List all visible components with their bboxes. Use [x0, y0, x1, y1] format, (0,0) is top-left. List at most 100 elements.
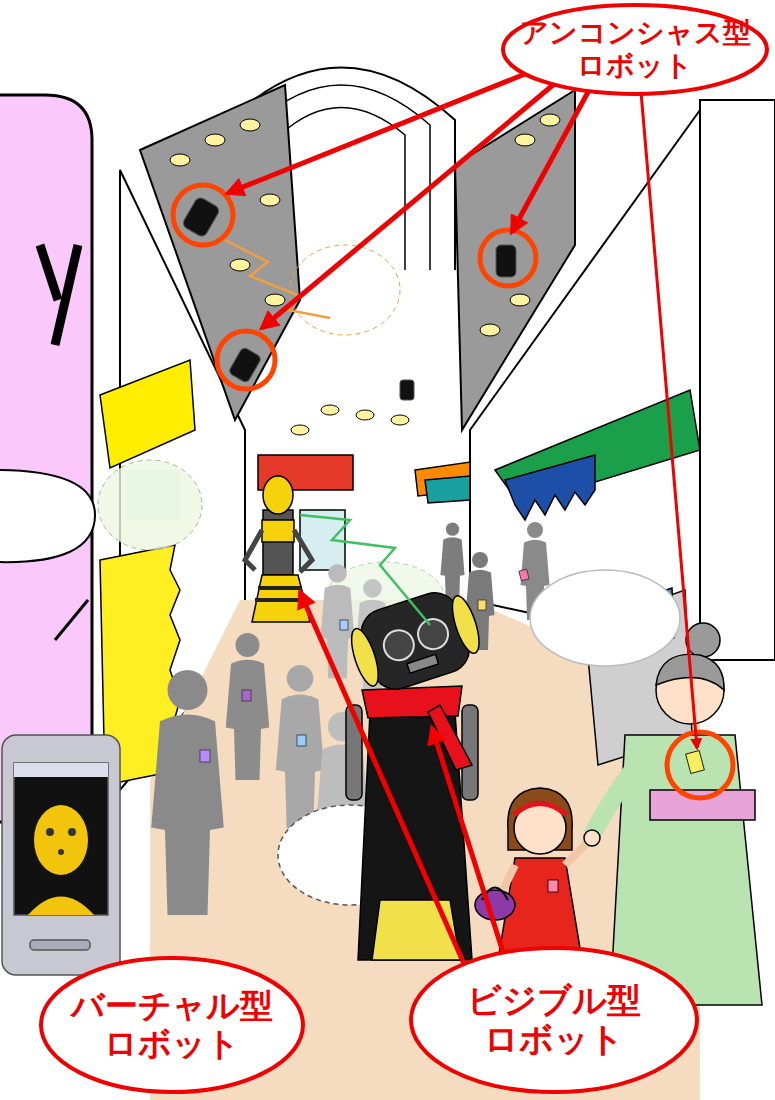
speech-bubbles [530, 570, 680, 666]
highlight-circle [480, 230, 536, 286]
ceiling-lights [510, 294, 530, 306]
arcade-structure [120, 68, 775, 1100]
label-ellipse: ビジブル型 ロボット [408, 945, 700, 1095]
signal-lightning [225, 240, 430, 625]
black-robot [414, 615, 452, 653]
black-robot [380, 626, 418, 664]
yellow-robot [262, 520, 294, 542]
ceiling-lights [170, 154, 190, 166]
crowd-silhouettes [151, 670, 224, 915]
girl [548, 880, 558, 892]
ceiling-lights [240, 119, 260, 131]
mobile-phone [28, 897, 94, 916]
ceiling-lights [291, 425, 309, 435]
grandmother [584, 830, 600, 846]
id-tags [297, 735, 306, 746]
mobile-phone [68, 828, 76, 836]
id-tags [519, 569, 529, 581]
id-tags [200, 750, 210, 762]
signal-lightning [300, 515, 430, 625]
crowd-silhouettes [276, 665, 324, 828]
arcade-structure [700, 100, 775, 660]
highlight-circle [217, 331, 275, 389]
shop-awnings [425, 476, 470, 503]
black-robot [447, 593, 485, 656]
leader-arrow [512, 70, 600, 232]
ceiling-lights [391, 415, 409, 425]
grandmother [686, 751, 705, 774]
black-robot [346, 626, 384, 689]
id-tags [478, 600, 486, 610]
yellow-robot [245, 530, 262, 570]
ellipse-shape [411, 948, 697, 1092]
pink-panel [0, 95, 92, 822]
grandmother [584, 623, 762, 1005]
pink-panel [40, 245, 58, 300]
signal-lightning [225, 240, 330, 318]
camera-sensors [228, 347, 262, 384]
camera-sensors [400, 380, 414, 400]
ceiling-lights [321, 405, 339, 415]
mobile-phone [2, 735, 120, 975]
label-ellipse: アンコンシャス型 ロボット [500, 2, 770, 97]
robot-type-label: バーチャル型 ロボット [50, 987, 294, 1063]
robot-type-label: アンコンシャス型 ロボット [512, 17, 758, 81]
ellipse-shape [41, 958, 303, 1092]
mobile-phone [34, 805, 88, 875]
ellipse-shape [503, 5, 767, 94]
mobile-phone [14, 763, 108, 915]
mobile-phone [58, 849, 64, 855]
pink-panel [0, 95, 95, 822]
highlight-circle [173, 185, 733, 798]
shop-awnings [505, 455, 595, 520]
grandmother [650, 790, 755, 820]
camera-sensors [181, 196, 221, 238]
ceiling-lights [265, 294, 285, 306]
ceiling-lights [356, 410, 374, 420]
crowd-silhouettes [321, 564, 355, 678]
id-tags [340, 620, 348, 630]
crowd-silhouettes [151, 522, 549, 915]
yellow-robot [263, 476, 293, 514]
girl [475, 890, 515, 920]
mobile-phone [14, 763, 108, 777]
ceiling-lights [170, 114, 560, 435]
mobile-phone [30, 940, 90, 950]
ceiling-lights [205, 134, 225, 146]
black-robot [407, 654, 439, 673]
robot-type-label: ビジブル型 ロボット [420, 981, 688, 1059]
leader-arrow [228, 60, 560, 193]
shop-awnings [100, 360, 195, 468]
crowd-silhouettes [440, 523, 464, 605]
label-ellipse: バーチャル型 ロボット [38, 955, 306, 1095]
pink-panel [0, 470, 95, 562]
grandmother [592, 760, 640, 835]
yellow-robot [294, 530, 312, 572]
black-robot [362, 686, 462, 718]
crowd-silhouettes [226, 633, 270, 780]
faint-areas [98, 460, 202, 550]
highlight-circle [667, 732, 733, 798]
leader-arrow [228, 60, 697, 1000]
ceiling-lights [260, 194, 280, 206]
mobile-phone [2, 735, 120, 975]
ceiling-lights [540, 114, 560, 126]
camera-sensors [496, 245, 516, 277]
highlight-circle [173, 185, 233, 245]
id-tags [242, 690, 251, 701]
faint-areas [98, 245, 445, 638]
girl [514, 802, 566, 854]
leader-arrow [640, 80, 697, 748]
black-robot [343, 582, 488, 699]
black-robot [343, 582, 488, 960]
grandmother [686, 623, 720, 657]
ceiling-lights [480, 324, 500, 336]
ceiling-lights [230, 259, 250, 271]
arcade-structure [455, 90, 575, 430]
leader-arrow [262, 75, 565, 328]
girl [514, 804, 566, 816]
pink-panel [55, 600, 88, 640]
